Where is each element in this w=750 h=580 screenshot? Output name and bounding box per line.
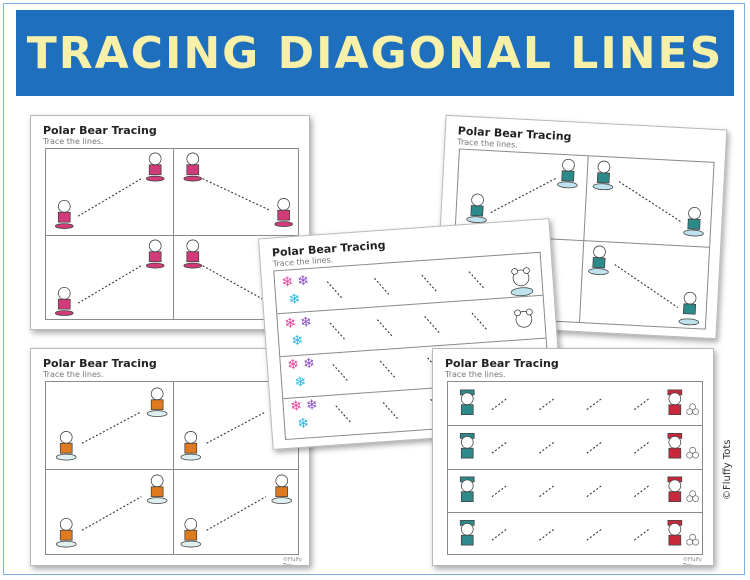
bear-icon [459, 389, 683, 546]
tracing-grid [447, 381, 703, 555]
banner-title: TRACING DIAGONAL LINES [26, 27, 724, 79]
snowflake-icon: ❄❄❄ ❄❄❄ ❄❄❄ ❄❄❄ [281, 273, 319, 432]
worksheet-snowflake-bears: Polar Bear Tracing Trace the lines. ❄❄❄ … [257, 218, 565, 450]
svg-text:❄: ❄ [281, 274, 294, 291]
tracing-lines [466, 158, 704, 326]
worksheet-snowball-bears: Polar Bear Tracing Trace the lines. [432, 348, 714, 566]
svg-text:❄: ❄ [294, 374, 307, 391]
snowball-icon [686, 403, 699, 546]
title-banner: TRACING DIAGONAL LINES [16, 10, 734, 96]
svg-text:❄: ❄ [290, 398, 303, 415]
worksheet-title: Polar Bear Tracing [445, 357, 559, 370]
worksheet-title: Polar Bear Tracing [43, 357, 157, 370]
svg-text:❄: ❄ [303, 356, 316, 373]
tracing-lines [55, 387, 293, 548]
svg-text:❄: ❄ [284, 315, 297, 332]
bear-icon [510, 267, 534, 328]
tracing-grid [45, 381, 299, 555]
worksheet-skater-bears: Polar Bear Tracing Trace the lines. [434, 114, 728, 340]
bear-icon [54, 152, 293, 316]
worksheet-title: Polar Bear Tracing [43, 124, 157, 137]
tracing-grid [45, 148, 299, 320]
svg-text:❄: ❄ [297, 415, 310, 432]
worksheet-subtitle: Trace the lines. [457, 137, 519, 150]
image-frame [3, 3, 745, 575]
tracing-lines: ❄❄❄ ❄❄❄ ❄❄❄ ❄❄❄ [281, 267, 534, 432]
bear-icon [466, 158, 704, 326]
worksheet-subtitle: Trace the lines. [43, 137, 104, 146]
watermark: ©Fluffy Tots [722, 439, 733, 500]
worksheet-subtitle: Trace the lines. [445, 370, 506, 379]
bear-icon [55, 387, 293, 548]
footer-credit: ©Fluffy Tots [683, 557, 702, 566]
tracing-lines [459, 389, 699, 546]
worksheet-subtitle: Trace the lines. [43, 370, 104, 379]
tracing-grid [450, 148, 715, 330]
svg-text:❄: ❄ [297, 273, 310, 290]
footer-credit: ©Fluffy Tots [283, 557, 302, 566]
svg-text:❄: ❄ [291, 333, 304, 350]
tracing-lines [54, 152, 293, 316]
svg-text:❄: ❄ [306, 397, 319, 414]
worksheet-orange-hat-bears: Polar Bear Tracing Trace the lines. [30, 348, 310, 566]
tracing-grid: ❄❄❄ ❄❄❄ ❄❄❄ ❄❄❄ [273, 251, 553, 441]
svg-text:❄: ❄ [300, 314, 313, 331]
svg-text:❄: ❄ [287, 357, 300, 374]
svg-text:❄: ❄ [288, 291, 301, 308]
